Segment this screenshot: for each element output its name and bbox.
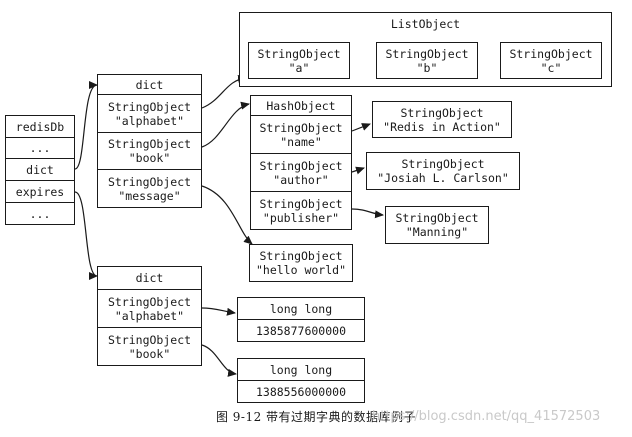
redisdb-cell-expires: expires (5, 180, 75, 203)
hash-value-publisher: StringObject"Manning" (385, 206, 489, 244)
arrow-expires-alphabet (201, 307, 236, 316)
hash-field-name: StringObject"name" (250, 115, 352, 154)
dict-title: dict (97, 74, 202, 95)
arrow-publisher-value (351, 208, 384, 219)
arrow-db-expires (74, 191, 98, 280)
hash-field-publisher: StringObject"publisher" (250, 191, 352, 230)
arrow-author-value (351, 166, 365, 175)
expires-key-book: StringObject"book" (97, 327, 202, 366)
expire-type-alphabet: long long (237, 297, 365, 320)
arrow-expires-book (201, 344, 237, 377)
arrow-message-hello (201, 185, 253, 245)
list-item-b: StringObject"b" (376, 42, 478, 79)
list-item-c: StringObject"c" (500, 42, 602, 79)
expire-value-book: 1388556000000 (237, 380, 365, 403)
list-item-a: StringObject"a" (248, 42, 350, 79)
expires-key-alphabet: StringObject"alphabet" (97, 289, 202, 328)
expire-value-alphabet: 1385877600000 (237, 319, 365, 342)
hash-value-name: StringObject"Redis in Action" (372, 101, 512, 138)
expires-title: dict (97, 266, 202, 290)
dict-key-message: StringObject"message" (97, 169, 202, 208)
dict-key-alphabet: StringObject"alphabet" (97, 94, 202, 133)
expire-type-book: long long (237, 358, 365, 381)
message-value: StringObject"hello world" (249, 244, 353, 282)
watermark: https://blog.csdn.net/qq_41572503 (372, 409, 601, 424)
redisdb-title: redisDb (5, 115, 75, 138)
redisdb-cell: ... (5, 137, 75, 159)
dict-key-book: StringObject"book" (97, 132, 202, 170)
hash-value-author: StringObject"Josiah L. Carlson" (366, 152, 520, 190)
figure-caption: 图 9-12 带有过期字典的数据库例子 (215, 410, 417, 424)
arrow-db-dict (74, 81, 98, 170)
arrow-book-hash (201, 101, 250, 148)
redisdb-cell: ... (5, 202, 75, 225)
arrow-name-value (351, 123, 371, 132)
hash-field-author: StringObject"author" (250, 153, 352, 192)
redisdb-cell-dict: dict (5, 158, 75, 181)
hash-title: HashObject (250, 95, 352, 116)
